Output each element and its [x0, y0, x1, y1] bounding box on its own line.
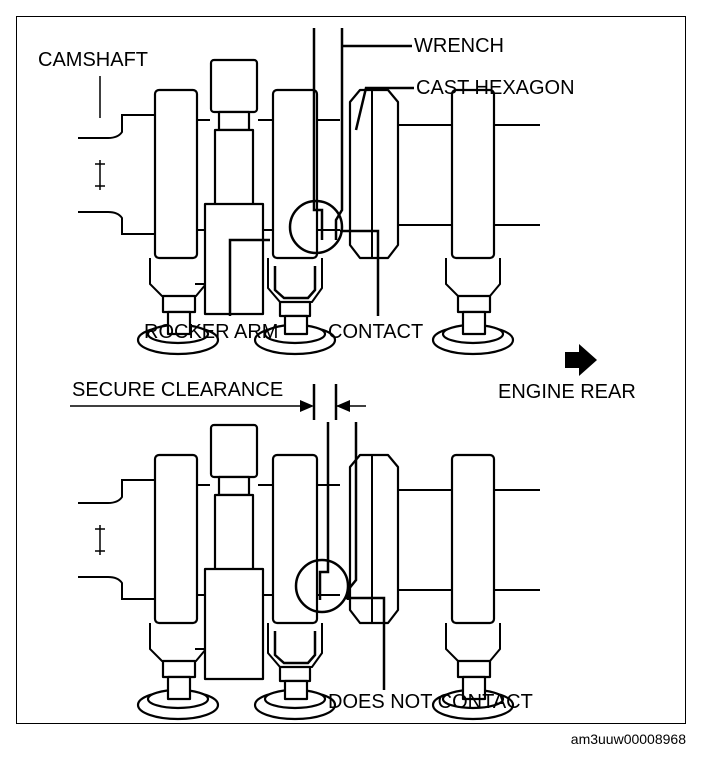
secure-clearance-label: SECURE CLEARANCE — [72, 379, 283, 401]
wrench-bottom — [312, 384, 358, 600]
cast-hexagon-label: CAST HEXAGON — [416, 77, 575, 99]
no-contact-circle — [294, 558, 350, 614]
does-not-contact-label: DOES NOT CONTACT — [328, 691, 533, 713]
rocker-arm-label: ROCKER ARM — [144, 321, 278, 343]
diagram-frame — [16, 16, 686, 724]
rocker-arm-leader — [228, 238, 270, 316]
contact-label: CONTACT — [328, 321, 423, 343]
engine-rear-label: ENGINE REAR — [498, 381, 636, 403]
wrench-top — [312, 28, 344, 240]
arrow-right-icon — [565, 344, 597, 376]
camshaft-label: CAMSHAFT — [38, 49, 148, 71]
secure-clearance-dimension — [70, 400, 366, 412]
does-not-contact-leader — [346, 596, 386, 690]
wrench-label: WRENCH — [414, 35, 504, 57]
cast-hexagon-leader — [354, 86, 414, 131]
figure-code: am3uuw00008968 — [571, 731, 686, 747]
top-assembly — [76, 58, 542, 356]
contact-leader — [340, 229, 380, 316]
bottom-assembly — [76, 423, 542, 721]
contact-circle — [288, 199, 344, 255]
